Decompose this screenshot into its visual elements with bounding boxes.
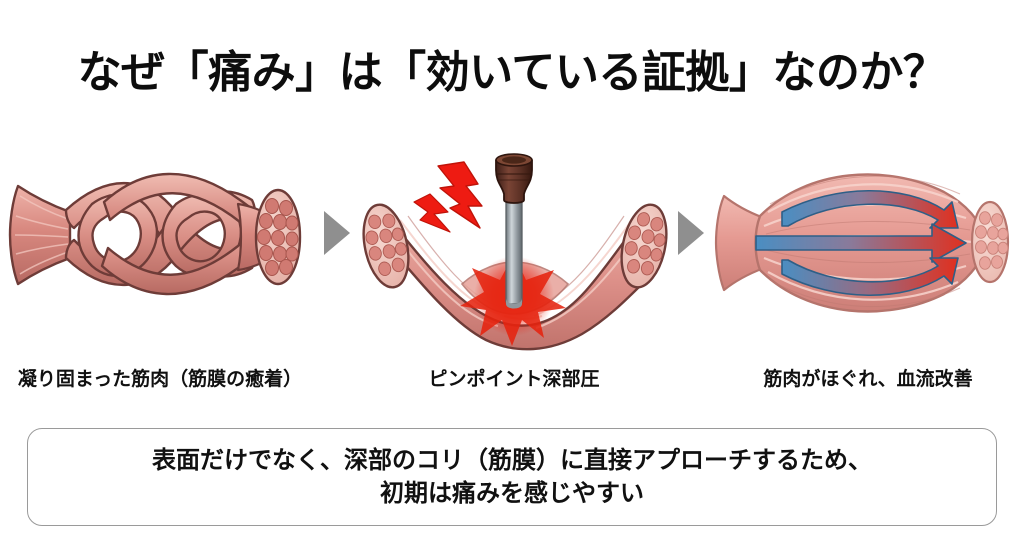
caption-relaxed-muscle: 筋肉がほぐれ、血流改善 bbox=[763, 369, 973, 390]
caption-knotted-muscle: 凝り固まった筋肉（筋膜の癒着） bbox=[17, 369, 303, 390]
panel-relaxed-muscle bbox=[708, 108, 1024, 358]
pressure-probe-illustration bbox=[362, 153, 668, 351]
panel-knotted-muscle bbox=[0, 108, 320, 358]
separator-arrow-2 bbox=[674, 108, 708, 358]
right-triangle-arrow-icon bbox=[324, 211, 350, 255]
knotted-muscle-illustration bbox=[8, 172, 302, 296]
summary-note-box: 表面だけでなく、深部のコリ（筋膜）に直接アプローチするため、 初期は痛みを感じや… bbox=[27, 428, 997, 526]
bloodflow-illustration bbox=[714, 173, 1010, 313]
page-title: なぜ「痛み」は「効いている証拠」なのか？ bbox=[77, 48, 947, 97]
summary-note-line-1: 表面だけでなく、深部のコリ（筋膜）に直接アプローチするため、 bbox=[152, 446, 872, 474]
caption-pinpoint-pressure: ピンポイント深部圧 bbox=[428, 369, 600, 390]
right-triangle-arrow-icon bbox=[678, 211, 704, 255]
caption-row: 凝り固まった筋肉（筋膜の癒着） ピンポイント深部圧 筋肉がほぐれ、血流改善 bbox=[0, 364, 1024, 398]
separator-arrow-1 bbox=[320, 108, 354, 358]
illustration-row bbox=[0, 108, 1024, 358]
panel-pinpoint-pressure bbox=[354, 108, 674, 358]
summary-note-line-2: 初期は痛みを感じやすい bbox=[380, 480, 644, 507]
